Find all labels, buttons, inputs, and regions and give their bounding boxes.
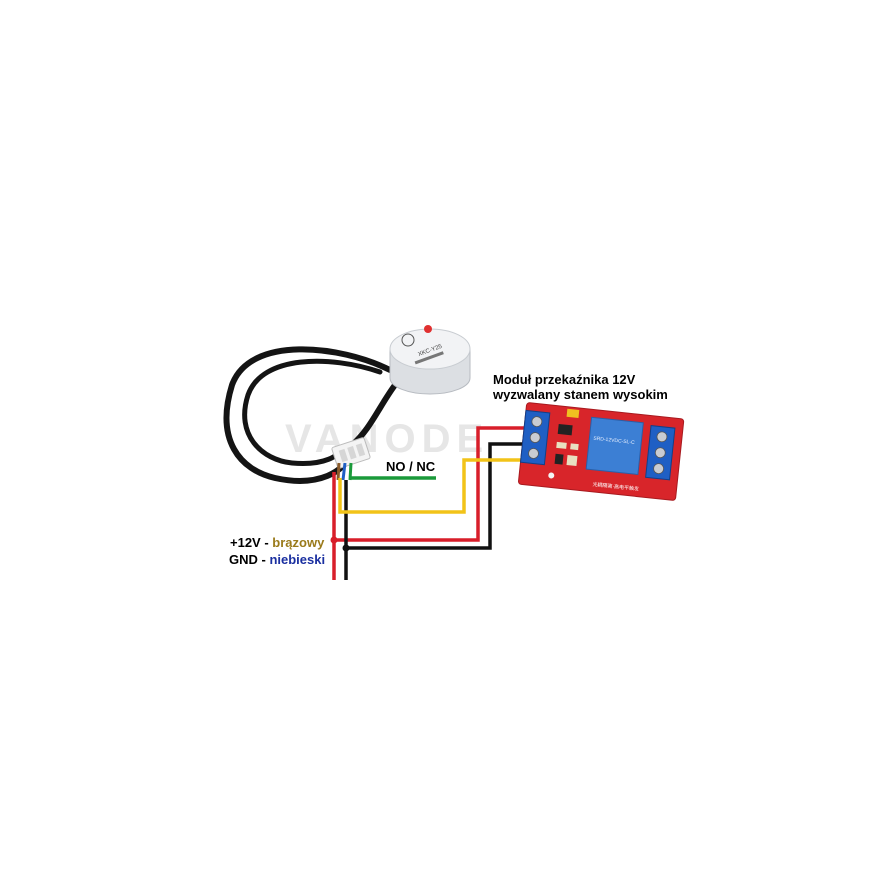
- wire-yellow-signal: [338, 458, 524, 514]
- supply-separator: -: [260, 535, 273, 550]
- wire-red-12v: [332, 426, 524, 580]
- relay-title-line-2: wyzwalany stanem wysokim: [493, 387, 668, 402]
- relay-module: SRD-12VDC-SL-C 光耦隔离·高电平触发: [518, 402, 685, 501]
- power-supply-label: +12V - brązowy: [230, 535, 324, 550]
- relay-module-title: Moduł przekaźnika 12V wyzwalany stanem w…: [493, 372, 668, 402]
- junction-black: [342, 544, 350, 552]
- ground-wire-color: niebieski: [269, 552, 326, 567]
- relay-cube-text: SRD-12VDC-SL-C: [593, 436, 635, 446]
- status-led: [548, 472, 555, 479]
- ground-label: GND - niebieski: [229, 552, 325, 567]
- supply-wire-color: brązowy: [272, 535, 325, 550]
- ground-name: GND: [229, 552, 258, 567]
- sensor-led: [424, 325, 432, 333]
- junction-red: [330, 536, 338, 544]
- sensor-connector: [331, 437, 371, 469]
- no-nc-label: NO / NC: [386, 459, 436, 474]
- sensor-cable: [223, 346, 398, 484]
- ground-separator: -: [257, 552, 270, 567]
- relay-title-line-1: Moduł przekaźnika 12V: [493, 372, 636, 387]
- watermark: VANODE: [285, 417, 489, 461]
- relay-cube: [585, 416, 644, 476]
- board-text: 光耦隔离·高电平触发: [592, 481, 639, 493]
- supply-voltage: +12V: [230, 535, 261, 550]
- wire-black-gnd: [344, 442, 524, 580]
- level-sensor: XKC-Y25: [389, 325, 471, 395]
- jumper: [566, 408, 580, 418]
